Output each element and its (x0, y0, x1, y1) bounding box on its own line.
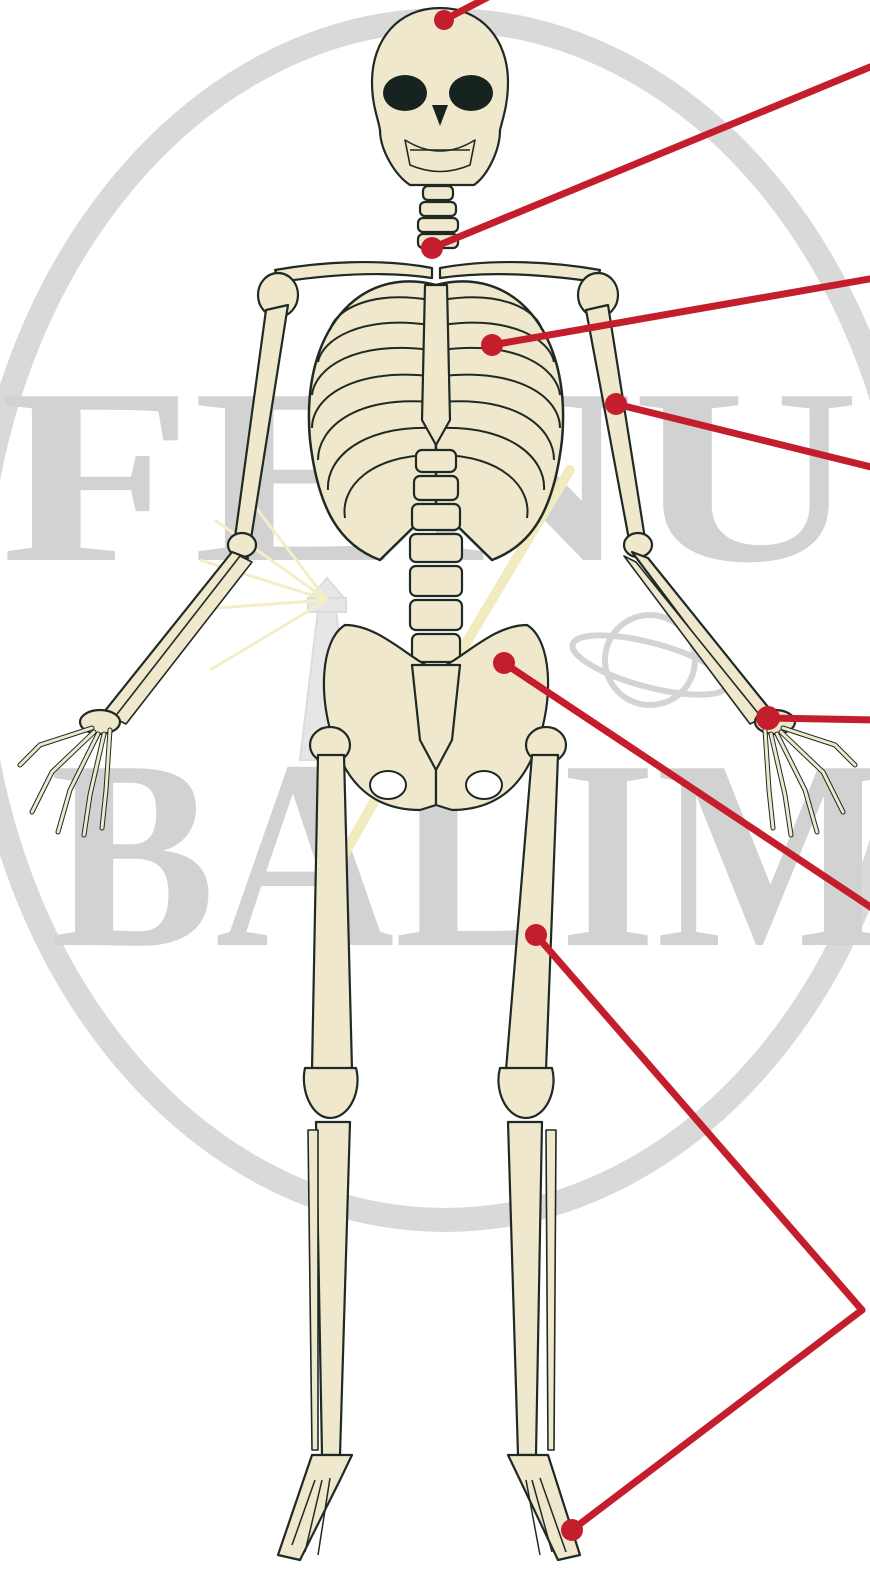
pointer-foot (561, 1310, 862, 1541)
sternum (422, 285, 450, 445)
skull (372, 8, 508, 185)
lumbar-spine (410, 450, 462, 662)
